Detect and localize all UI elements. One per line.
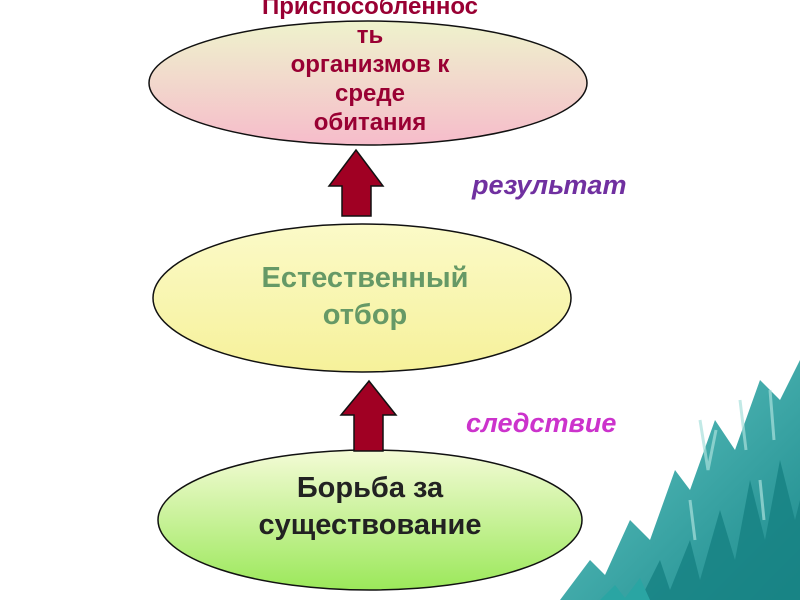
top-node-text: Приспособленнос ть организмов к среде об… xyxy=(200,0,540,137)
bottom-node-text: Борьба за существование xyxy=(200,470,540,544)
mountains-decoration xyxy=(560,360,800,600)
arrow-up-upper xyxy=(329,150,383,216)
consequence-label: следствие xyxy=(466,408,616,439)
bottom-node-line: Борьба за xyxy=(200,470,540,507)
top-node-line: Приспособленнос xyxy=(200,0,540,21)
top-node-line: ть xyxy=(200,21,540,50)
result-label: результат xyxy=(472,170,626,201)
middle-node-text: Естественный отбор xyxy=(200,260,530,334)
arrow-up-lower xyxy=(341,381,396,451)
top-node-line: обитания xyxy=(200,108,540,137)
middle-node-line: Естественный xyxy=(200,260,530,297)
middle-node-line: отбор xyxy=(200,297,530,334)
top-node-line: организмов к xyxy=(200,50,540,79)
bottom-node-line: существование xyxy=(200,507,540,544)
top-node-line: среде xyxy=(200,79,540,108)
